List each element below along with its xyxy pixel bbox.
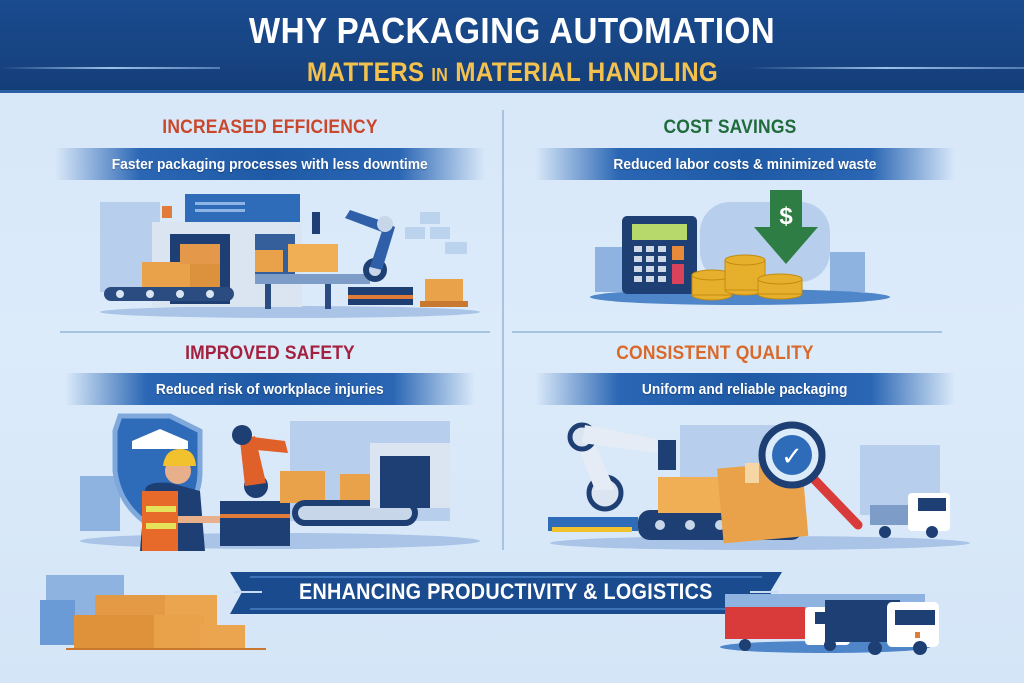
- quality-illustration: ✓: [548, 421, 970, 550]
- panel-subtitle: Uniform and reliable packaging: [642, 380, 848, 398]
- ribbon-shape: [230, 572, 782, 614]
- subtitle-part-matters: MATTERS: [306, 56, 424, 87]
- header-bottom-border: [0, 90, 1024, 93]
- page-title: WHY PACKAGING AUTOMATION: [248, 10, 776, 51]
- panel-increased-efficiency: INCREASED EFFICIENCY Faster packaging pr…: [40, 110, 500, 330]
- panel-subtitle: Reduced labor costs & minimized waste: [613, 155, 877, 173]
- header-rule-left: [0, 67, 220, 69]
- conveyor-robot-illustration: [100, 194, 480, 318]
- vertical-divider: [502, 110, 504, 550]
- panel-subtitle: Faster packaging processes with less dow…: [112, 155, 428, 173]
- dollar-icon: $: [779, 203, 793, 230]
- panel-title: COST SAVINGS: [663, 117, 797, 138]
- panel-improved-safety: IMPROVED SAFETY Reduced risk of workplac…: [40, 333, 500, 558]
- page-subtitle: MATTERS IN MATERIAL HANDLING: [0, 57, 1024, 87]
- panel-subtitle-band: Reduced labor costs & minimized waste: [535, 148, 955, 180]
- safety-illustration: [80, 413, 480, 551]
- panel-subtitle-band: Reduced risk of workplace injuries: [65, 373, 475, 405]
- footer-banner-text: ENHANCING PRODUCTIVITY & LOGISTICS: [299, 579, 713, 604]
- ribbon-dash-left: [234, 591, 263, 593]
- panel-title: INCREASED EFFICIENCY: [162, 117, 378, 138]
- panel-title: IMPROVED SAFETY: [185, 343, 355, 364]
- panel-cost-savings: COST SAVINGS Reduced labor costs & minim…: [510, 110, 990, 330]
- check-icon: ✓: [781, 442, 803, 472]
- footer-banner: ENHANCING PRODUCTIVITY & LOGISTICS: [230, 567, 782, 617]
- trucks-illustration: [720, 594, 939, 655]
- panel-subtitle: Reduced risk of workplace injuries: [156, 380, 384, 398]
- horizontal-divider-right: [512, 331, 942, 333]
- subtitle-part-material-handling: MATERIAL HANDLING: [454, 56, 718, 87]
- horizontal-divider-left: [60, 331, 490, 333]
- panel-subtitle-band: Faster packaging processes with less dow…: [55, 148, 485, 180]
- panel-title: CONSISTENT QUALITY: [616, 343, 814, 364]
- subtitle-part-in: IN: [430, 64, 448, 85]
- cost-savings-illustration: $: [590, 190, 890, 305]
- header-rule-right: [748, 67, 1024, 69]
- panel-subtitle-band: Uniform and reliable packaging: [535, 373, 955, 405]
- panel-consistent-quality: CONSISTENT QUALITY Uniform and reliable …: [510, 333, 990, 558]
- header-banner: WHY PACKAGING AUTOMATION MATTERS IN MATE…: [0, 0, 1024, 93]
- pallet-illustration: [40, 575, 266, 650]
- ribbon-dash-right: [749, 591, 778, 593]
